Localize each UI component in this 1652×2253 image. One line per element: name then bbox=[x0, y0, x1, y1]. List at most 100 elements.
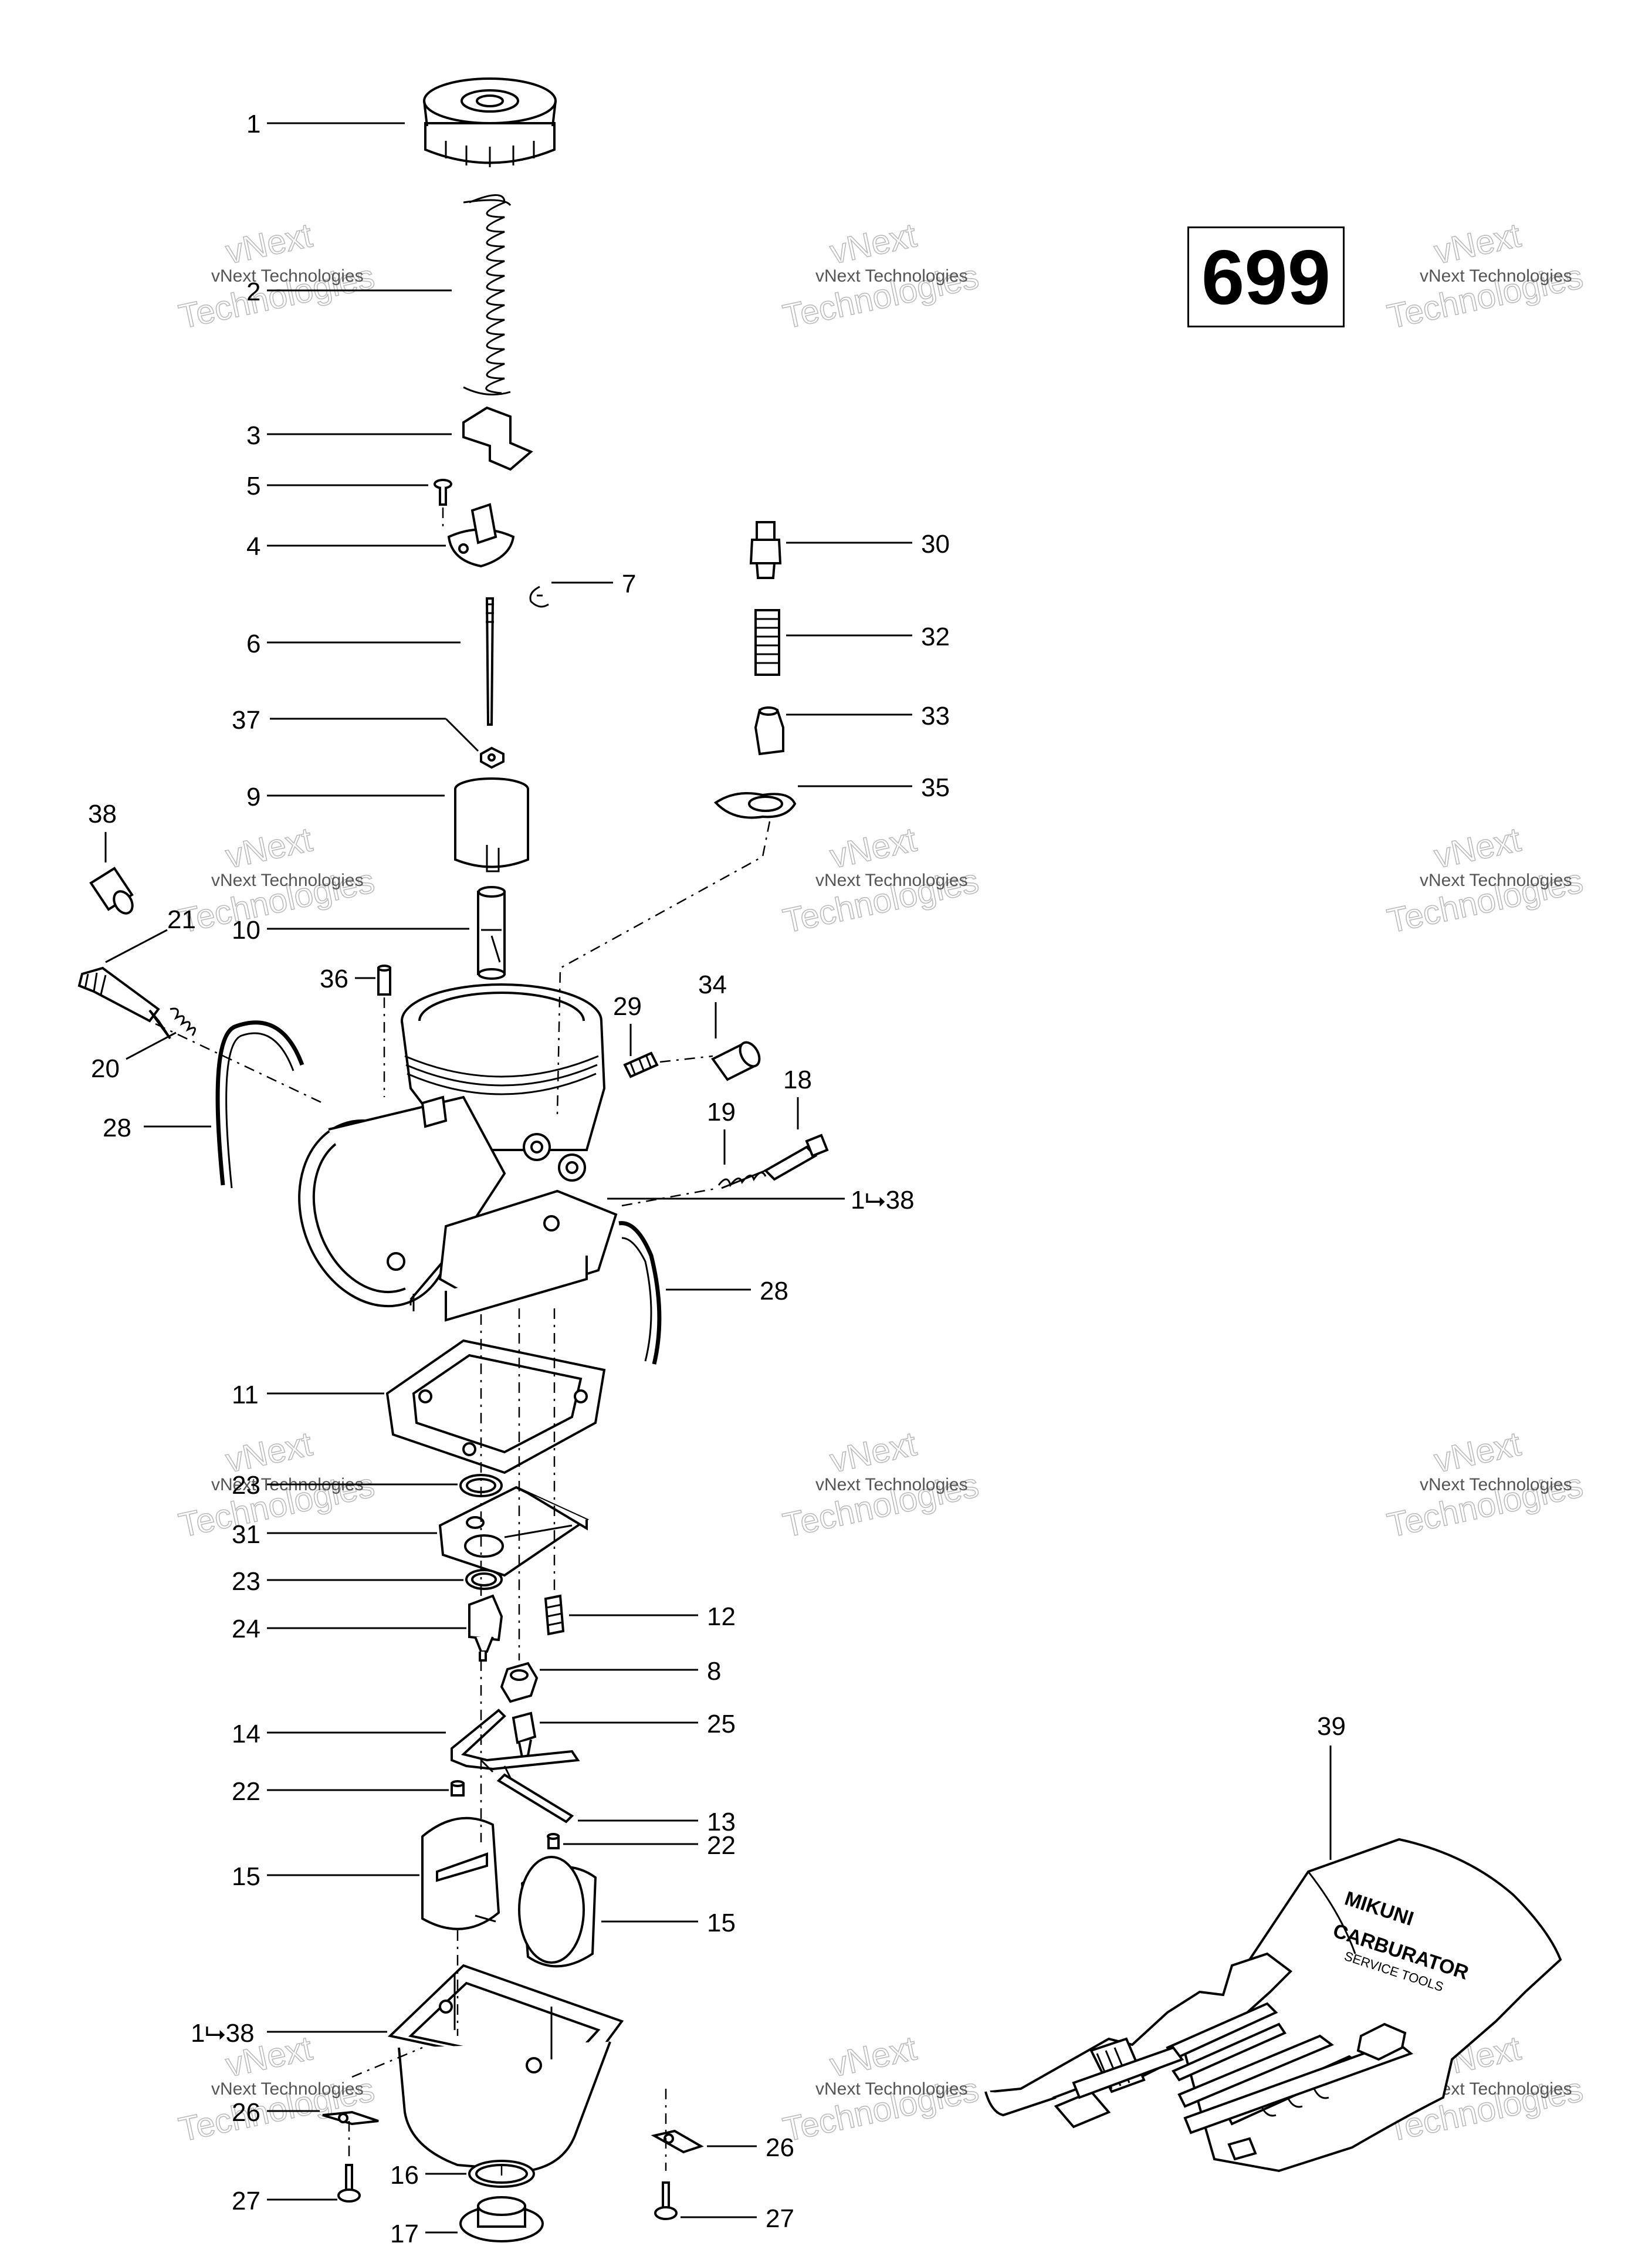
watermark: vNext Technologies vNext Technologies bbox=[175, 216, 378, 337]
svg-text:6: 6 bbox=[246, 630, 260, 658]
svg-text:vNext Technologies: vNext Technologies bbox=[211, 2079, 364, 2099]
svg-text:15: 15 bbox=[707, 1909, 736, 1937]
callout-23-upper: 23 bbox=[232, 1471, 458, 1500]
callout-32: 32 bbox=[786, 623, 950, 651]
svg-text:vNext: vNext bbox=[222, 216, 316, 271]
callout-10: 10 bbox=[232, 916, 469, 945]
diagram-reference-box: 699 bbox=[1187, 226, 1345, 327]
svg-text:22: 22 bbox=[232, 1777, 260, 1806]
part-small-screw bbox=[434, 479, 452, 506]
part-float-bowl bbox=[387, 1964, 624, 2173]
part-service-tool-kit: MIKUNI CARBURATOR SERVICE TOOLS bbox=[984, 1838, 1562, 2173]
callout-3: 3 bbox=[246, 421, 452, 450]
callout-1-to-38-lower: 1⮡38 bbox=[191, 2019, 387, 2048]
watermark: vNext Technologies vNext Technologies bbox=[1383, 1425, 1586, 1545]
svg-text:1⮡38: 1⮡38 bbox=[191, 2019, 255, 2048]
svg-text:vNext: vNext bbox=[1431, 216, 1524, 271]
part-float-bowl-gasket bbox=[385, 1339, 606, 1474]
callout-34: 34 bbox=[698, 970, 727, 1038]
callout-4: 4 bbox=[246, 532, 446, 561]
callout-26-right: 26 bbox=[707, 2133, 794, 2162]
svg-text:34: 34 bbox=[698, 970, 727, 999]
part-pilot-screw bbox=[623, 1051, 659, 1078]
callout-9: 9 bbox=[246, 783, 445, 811]
part-float-left bbox=[421, 1816, 500, 1930]
callout-17: 17 bbox=[390, 2220, 458, 2248]
watermark: vNext Technologies vNext Technologies bbox=[779, 2029, 982, 2150]
svg-text:21: 21 bbox=[167, 905, 196, 934]
callout-7: 7 bbox=[551, 570, 636, 598]
part-baffle-plate bbox=[438, 1486, 590, 1577]
callout-15-left: 15 bbox=[232, 1862, 419, 1891]
svg-text:16: 16 bbox=[390, 2161, 419, 2190]
part-drain-plug bbox=[459, 2196, 544, 2242]
svg-text:vNext Technologies: vNext Technologies bbox=[1420, 871, 1572, 890]
svg-text:20: 20 bbox=[91, 1054, 120, 1083]
callout-23-lower: 23 bbox=[232, 1567, 463, 1596]
callout-28-left: 28 bbox=[103, 1114, 211, 1142]
svg-text:32: 32 bbox=[921, 623, 950, 651]
callout-27-left: 27 bbox=[232, 2187, 337, 2215]
svg-text:33: 33 bbox=[921, 702, 950, 730]
part-main-jet bbox=[500, 1662, 539, 1703]
part-air-screw-spring bbox=[170, 1007, 196, 1036]
part-idle-spring bbox=[717, 1169, 767, 1189]
watermark: vNext Technologies vNext Technologies bbox=[1383, 216, 1586, 337]
callout-31: 31 bbox=[232, 1520, 437, 1549]
watermark: vNext Technologies vNext Technologies bbox=[779, 1425, 982, 1545]
part-float-hinge-pin-lower bbox=[547, 1833, 560, 1849]
svg-text:19: 19 bbox=[707, 1098, 736, 1126]
part-o-ring-upper bbox=[459, 1474, 503, 1497]
callout-38: 38 bbox=[88, 800, 117, 862]
callout-8: 8 bbox=[540, 1657, 721, 1686]
callout-16: 16 bbox=[390, 2161, 466, 2190]
callout-group: 1 2 3 5 4 7 6 37 9 10 38 21 20 36 28 28 … bbox=[88, 110, 1346, 2248]
callout-30: 30 bbox=[786, 530, 950, 559]
svg-text:26: 26 bbox=[766, 2133, 794, 2162]
callout-18: 18 bbox=[783, 1065, 812, 1129]
part-needle-clip-plate bbox=[462, 406, 533, 471]
svg-text:24: 24 bbox=[232, 1615, 260, 1643]
svg-text:vNext Technologies: vNext Technologies bbox=[815, 266, 968, 286]
callout-35: 35 bbox=[798, 773, 950, 802]
part-float-hinge-pin-upper bbox=[451, 1780, 465, 1797]
callout-39: 39 bbox=[1317, 1712, 1346, 1860]
svg-text:27: 27 bbox=[232, 2187, 260, 2215]
part-bowl-clip-right bbox=[651, 2129, 704, 2154]
part-jet-needle bbox=[485, 597, 495, 726]
callout-11: 11 bbox=[232, 1381, 384, 1409]
svg-text:2: 2 bbox=[246, 278, 260, 306]
callout-26-left: 26 bbox=[232, 2098, 320, 2127]
svg-text:vNext: vNext bbox=[827, 820, 920, 875]
svg-text:26: 26 bbox=[232, 2098, 260, 2127]
svg-text:8: 8 bbox=[707, 1657, 721, 1686]
svg-text:27: 27 bbox=[766, 2204, 794, 2233]
svg-text:14: 14 bbox=[232, 1720, 260, 1748]
part-retainer-plate bbox=[447, 503, 515, 568]
part-bowl-screw-left bbox=[337, 2164, 361, 2203]
svg-text:1: 1 bbox=[246, 110, 260, 138]
part-float-pin bbox=[496, 1773, 574, 1824]
svg-text:23: 23 bbox=[232, 1471, 260, 1500]
watermark: vNext Technologies vNext Technologies bbox=[175, 820, 378, 941]
part-washer-small bbox=[480, 746, 505, 769]
callout-27-right: 27 bbox=[681, 2204, 794, 2233]
svg-text:31: 31 bbox=[232, 1520, 260, 1549]
svg-text:22: 22 bbox=[707, 1831, 736, 1860]
svg-text:36: 36 bbox=[320, 965, 348, 993]
part-cap bbox=[423, 77, 557, 167]
part-bowl-clip-left bbox=[322, 2110, 379, 2126]
callout-25: 25 bbox=[540, 1710, 736, 1738]
callout-37: 37 bbox=[232, 706, 479, 752]
callout-2: 2 bbox=[246, 278, 452, 306]
svg-text:vNext Technologies: vNext Technologies bbox=[211, 871, 364, 890]
svg-text:11: 11 bbox=[232, 1381, 259, 1409]
callout-14: 14 bbox=[232, 1720, 446, 1748]
svg-text:vNext Technologies: vNext Technologies bbox=[815, 1475, 968, 1494]
svg-text:vNext: vNext bbox=[1431, 1425, 1524, 1480]
svg-text:vNext: vNext bbox=[222, 820, 316, 875]
svg-text:3: 3 bbox=[246, 421, 260, 450]
part-vent-nipple bbox=[377, 965, 391, 996]
